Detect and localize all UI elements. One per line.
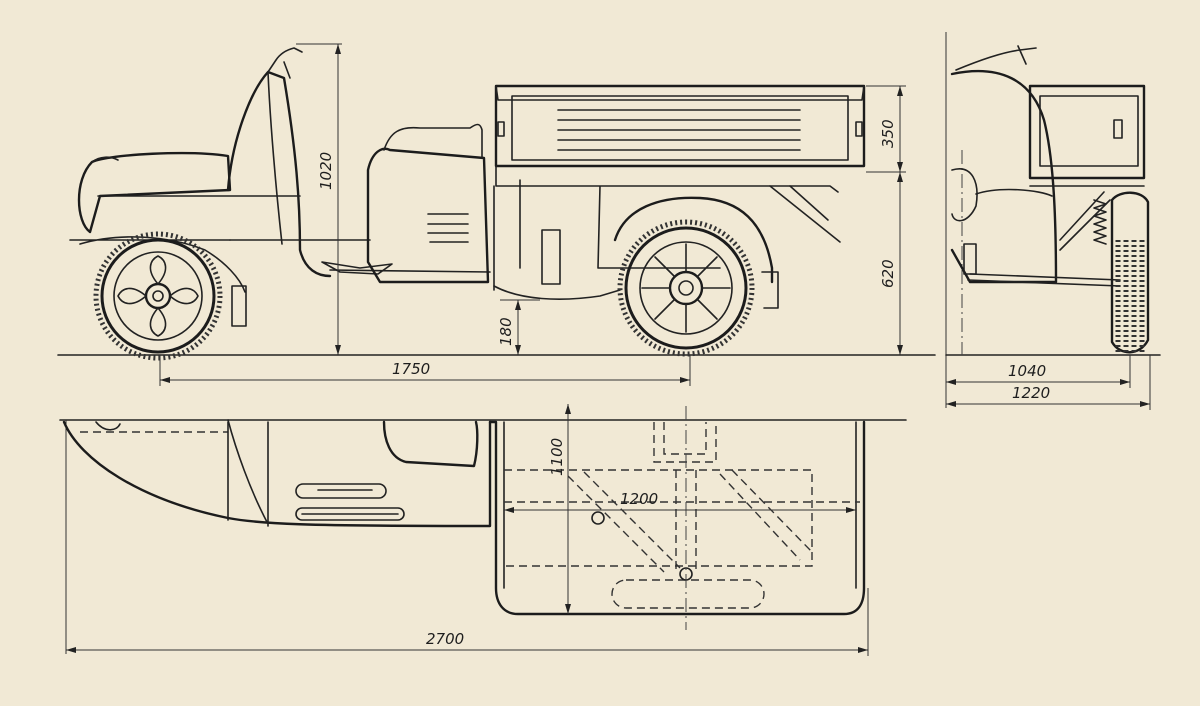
cab-cowl-inner xyxy=(267,71,283,245)
dim-deck-height: 620 xyxy=(879,172,903,355)
plan-hood-line xyxy=(95,421,121,431)
dim-height-total-label: 1020 xyxy=(317,152,335,190)
chassis-frame xyxy=(493,165,839,291)
plan-cargo-bed xyxy=(488,420,866,616)
engine-cover xyxy=(366,147,490,284)
handlebar xyxy=(267,47,303,79)
rear-view: 1040 1220 xyxy=(945,32,1161,410)
front-mudflap xyxy=(231,285,247,327)
end-headlight xyxy=(951,168,1053,222)
plan-cab-curve xyxy=(227,419,269,527)
seat xyxy=(383,123,483,159)
headlight xyxy=(91,156,119,163)
dim-overall-width-label: 1220 xyxy=(1012,384,1050,402)
top-view: 1100 1200 2700 xyxy=(59,404,907,656)
dim-wheelbase-label: 1750 xyxy=(392,360,430,378)
dim-overall-length: 2700 xyxy=(66,588,869,656)
end-spring xyxy=(1093,199,1107,245)
end-cargo-body xyxy=(1028,84,1146,180)
dim-wheelbase: 1750 xyxy=(159,355,691,386)
chain-guard xyxy=(493,285,621,300)
mudflap xyxy=(761,271,779,309)
dim-overall-length-label: 2700 xyxy=(426,630,464,648)
end-small-wheel xyxy=(963,243,977,275)
dim-body-height: 350 xyxy=(866,85,906,173)
plan-cab-outline xyxy=(62,420,492,528)
dim-body-length: 1100 xyxy=(548,404,571,614)
end-cargo-latch xyxy=(1113,119,1123,139)
rear-fender xyxy=(613,196,774,284)
shock-absorber xyxy=(541,229,561,285)
end-rear-wheel xyxy=(1110,191,1150,354)
dim-rear-track: 1040 xyxy=(946,355,1131,388)
front-hood xyxy=(77,151,232,234)
dim-overall-width: 1220 xyxy=(946,355,1151,410)
cargo-body-panel xyxy=(511,95,849,161)
plan-seat xyxy=(382,420,479,468)
side-view: 1020 350 620 180 xyxy=(57,43,936,386)
dim-height-total: 1020 xyxy=(296,43,342,355)
foot-pedal xyxy=(321,261,393,275)
dim-body-length-label: 1100 xyxy=(548,438,566,476)
cargo-body-top-rail xyxy=(495,85,865,101)
end-handlebar xyxy=(955,45,1037,71)
cargo-body-ribs xyxy=(557,109,801,151)
dim-body-height-label: 350 xyxy=(879,119,897,148)
cargo-latch xyxy=(497,121,505,137)
dim-deck-height-label: 620 xyxy=(879,259,897,288)
cab-cowl xyxy=(226,70,332,278)
dim-ground-clearance: 180 xyxy=(497,299,540,355)
dim-ground-clearance-label: 180 xyxy=(497,317,515,346)
end-cab-cowl xyxy=(950,69,1058,284)
rear-wheel xyxy=(617,219,755,357)
end-suspension xyxy=(1059,191,1111,251)
engine-vents xyxy=(427,213,469,243)
floor-board xyxy=(97,195,491,273)
cargo-latch xyxy=(855,121,863,137)
cargo-body xyxy=(494,84,866,168)
plan-hidden-chassis xyxy=(504,422,860,609)
end-axle xyxy=(967,273,1121,287)
dim-body-width: 1200 xyxy=(504,490,856,513)
dim-body-width-label: 1200 xyxy=(620,490,658,508)
dim-rear-track-label: 1040 xyxy=(1008,362,1046,380)
front-wheel xyxy=(93,231,223,361)
plan-handle-bars xyxy=(295,483,405,521)
end-cargo-panel xyxy=(1039,95,1139,167)
rear-strut xyxy=(769,185,841,243)
